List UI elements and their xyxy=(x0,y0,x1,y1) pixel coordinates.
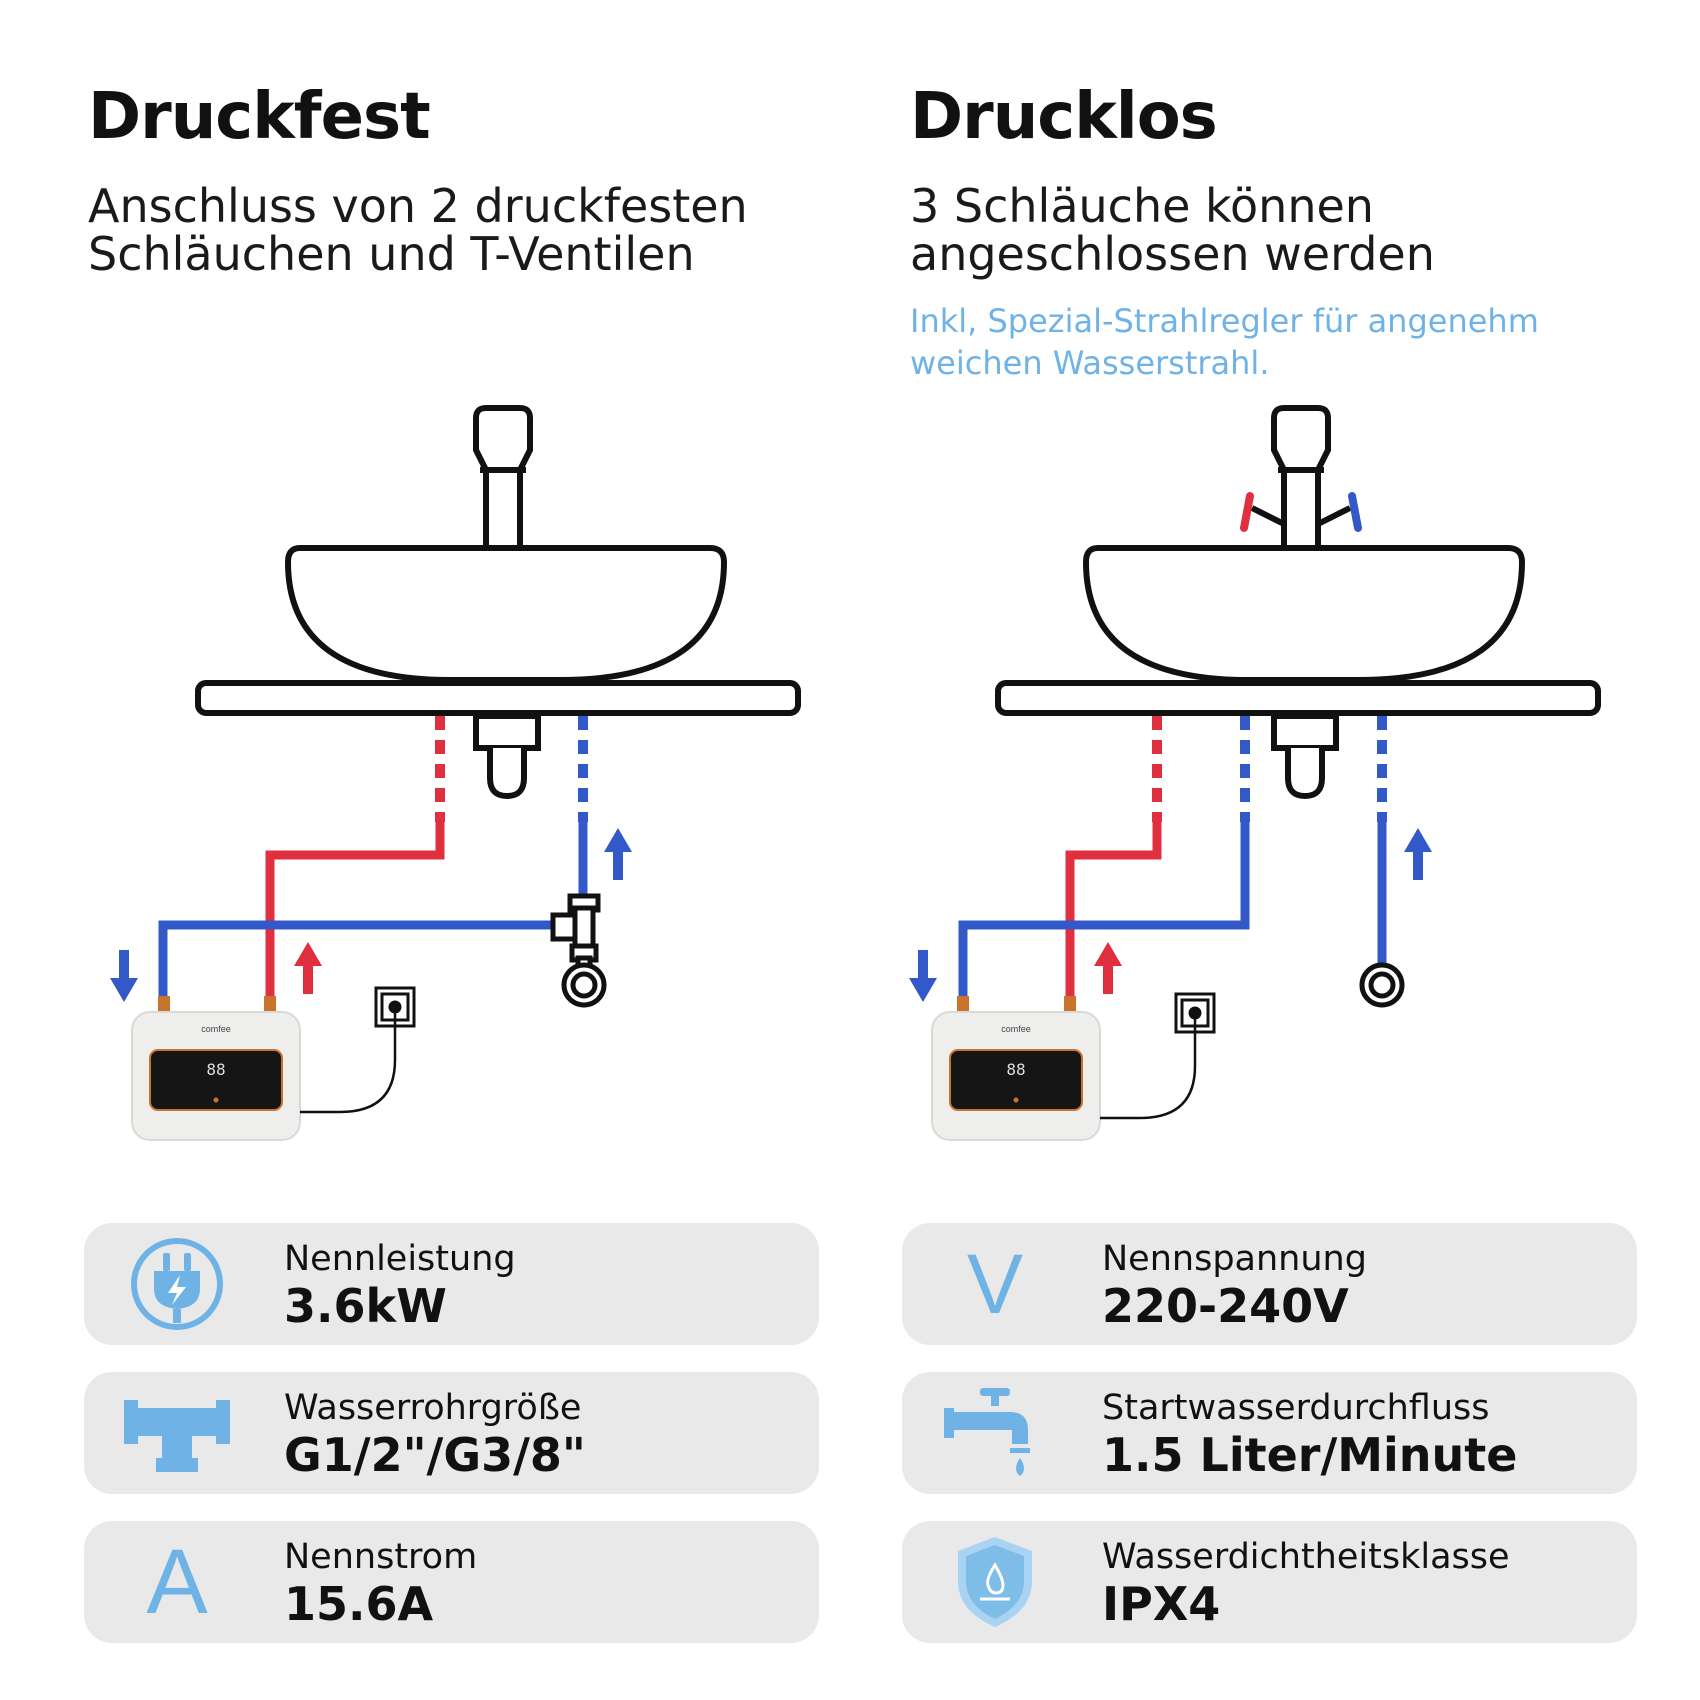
spec-value: IPX4 xyxy=(1102,1577,1221,1631)
volt-icon: V xyxy=(966,1237,1024,1331)
device-brand: comfee xyxy=(201,1024,231,1034)
plug-icon xyxy=(131,1238,223,1330)
spec-label: Nennstrom xyxy=(284,1537,478,1577)
left-subtitle-line2: Schläuchen und T-Ventilen xyxy=(88,227,695,281)
basin xyxy=(1082,545,1526,683)
spec-card-nennstrom: A Nennstrom 15.6A xyxy=(84,1521,819,1643)
right-subtitle-line2: angeschlossen werden xyxy=(910,227,1435,281)
device-display: 88 xyxy=(206,1060,225,1079)
shield-water-icon xyxy=(958,1537,1032,1627)
spec-label: Nennleistung xyxy=(284,1239,516,1279)
spec-card-wasserrohrgroesse: Wasserrohrgröße G1/2"/G3/8" xyxy=(84,1372,819,1494)
flow-arrow-up-hot xyxy=(1094,942,1122,994)
faucet-icon xyxy=(473,405,533,548)
installation-diagrams: comfee 88 xyxy=(110,405,1601,1141)
t-valve-icon xyxy=(550,893,607,1008)
faucet-icon xyxy=(944,1388,1030,1476)
right-note-line1: Inkl, Spezial-Strahlregler für angenehm xyxy=(910,302,1539,340)
ampere-icon: A xyxy=(146,1531,208,1633)
spec-label: Startwasserdurchfluss xyxy=(1102,1388,1490,1428)
right-subtitle-line1: 3 Schläuche können xyxy=(910,179,1374,233)
basin xyxy=(284,545,728,683)
spec-card-wasserdichtheitsklasse: Wasserdichtheitsklasse IPX4 xyxy=(902,1521,1637,1643)
spec-card-nennspannung: V Nennspannung 220-240V xyxy=(902,1223,1637,1345)
spec-card-nennleistung: Nennleistung 3.6kW xyxy=(84,1223,819,1345)
right-title: Drucklos xyxy=(910,80,1218,154)
spec-value: 15.6A xyxy=(284,1577,434,1631)
spec-label: Nennspannung xyxy=(1102,1239,1367,1279)
spec-value: 220-240V xyxy=(1102,1279,1349,1333)
device-brand: comfee xyxy=(1001,1024,1031,1034)
supply-valve-icon xyxy=(1359,962,1405,1008)
spec-value: G1/2"/G3/8" xyxy=(284,1428,586,1482)
water-heater: comfee 88 xyxy=(131,996,301,1141)
flow-arrow-down-cold xyxy=(110,950,138,1002)
spec-label: Wasserrohrgröße xyxy=(284,1388,582,1428)
flow-arrow-up-cold xyxy=(604,828,632,880)
power-socket-icon xyxy=(300,986,416,1114)
pipe-icon xyxy=(124,1400,230,1472)
left-subtitle: Anschluss von 2 druckfesten Schläuchen u… xyxy=(88,182,748,278)
power-socket-icon xyxy=(1100,992,1216,1120)
water-heater: comfee 88 xyxy=(931,996,1101,1141)
drain xyxy=(1271,713,1339,800)
right-subtitle: 3 Schläuche können angeschlossen werden xyxy=(910,182,1435,278)
mixer-faucet-icon xyxy=(1240,405,1362,548)
countertop xyxy=(995,680,1601,716)
spec-card-startwasserdurchfluss: Startwasserdurchfluss 1.5 Liter/Minute xyxy=(902,1372,1637,1494)
flow-arrow-down-cold xyxy=(909,950,937,1002)
left-title: Druckfest xyxy=(88,80,431,154)
spec-label: Wasserdichtheitsklasse xyxy=(1102,1537,1510,1577)
cold-pipe xyxy=(158,920,560,1002)
right-note-line2: weichen Wasserstrahl. xyxy=(910,344,1270,382)
spec-value: 1.5 Liter/Minute xyxy=(1102,1428,1518,1482)
device-display: 88 xyxy=(1006,1060,1025,1079)
hot-pipe xyxy=(265,822,445,1002)
right-note: Inkl, Spezial-Strahlregler für angenehm … xyxy=(910,300,1539,384)
drain xyxy=(473,713,541,800)
cold-pipe xyxy=(958,822,1250,1002)
left-diagram: comfee 88 xyxy=(110,405,801,1141)
hot-pipe xyxy=(1065,822,1162,1002)
countertop xyxy=(195,680,801,716)
flow-arrow-up-cold xyxy=(1404,828,1432,880)
left-subtitle-line1: Anschluss von 2 druckfesten xyxy=(88,179,748,233)
spec-value: 3.6kW xyxy=(284,1279,447,1333)
right-diagram: comfee 88 xyxy=(909,405,1601,1141)
flow-arrow-up-hot xyxy=(294,942,322,994)
